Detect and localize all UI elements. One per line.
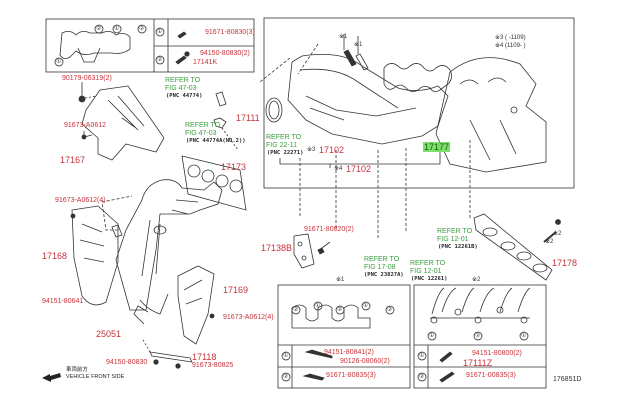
callout: ①: [521, 333, 527, 339]
callout-1: ①: [114, 26, 120, 32]
heat-insulator-upper: [78, 82, 165, 161]
reference-pnc: (PNC 22271): [267, 150, 304, 156]
part-94150-80830-b[interactable]: 94150-80830: [106, 359, 148, 366]
part-91673-a0612-4b[interactable]: 91673-A0612(4): [223, 314, 274, 321]
part-91671-80835[interactable]: 91671-80835(3): [326, 372, 376, 379]
note-mark-2a: ※2: [553, 231, 562, 237]
callout: ①: [363, 303, 369, 309]
part-17167[interactable]: 17167: [60, 155, 86, 165]
part-90179-06319[interactable]: 90179-06319(2): [62, 75, 112, 82]
part-91671-00835[interactable]: 91671-00835(3): [466, 372, 516, 379]
note-mark-3: ※3: [307, 147, 316, 153]
heat-insulator-lower: [70, 205, 119, 306]
callout: ②: [293, 307, 299, 313]
reference-text: REFER TO: [364, 256, 400, 263]
table-key-1: ①: [157, 29, 163, 35]
note-mark-4: ※4: [334, 166, 343, 172]
fastener-table-box2: [413, 284, 547, 389]
note-4-range: ※4 (1109- ): [495, 43, 526, 49]
callout-2: ②: [139, 26, 145, 32]
part-17177[interactable]: 17177: [423, 142, 451, 152]
note-mark-2b: ※2: [545, 239, 554, 245]
gasket-exhaust-17178: [473, 213, 561, 281]
part-91673-a0612[interactable]: 91673-A0612: [64, 122, 107, 129]
fastener-table-box1: [277, 284, 411, 389]
heat-insulator-converter: [177, 265, 215, 345]
table-key: ①: [419, 353, 425, 359]
note-mark-1b: ※1: [354, 42, 363, 48]
part-91673-80825[interactable]: 91673-80825: [192, 362, 234, 369]
part-17118[interactable]: 17118: [192, 352, 217, 362]
intake-manifold-box: [259, 17, 575, 240]
table-key: ①: [283, 353, 289, 359]
fastener-table-top-left: [45, 18, 255, 73]
part-17111[interactable]: 17111: [236, 113, 260, 123]
manifold-stay: [141, 337, 193, 369]
note-mark-1a: ※1: [339, 34, 348, 40]
reference-text: REFER TO: [185, 122, 221, 129]
part-17102-a[interactable]: 17102: [319, 145, 345, 155]
part-90126-08060[interactable]: 90126-08060(2): [340, 358, 390, 365]
table-key: ②: [419, 374, 425, 380]
part-17168[interactable]: 17168: [42, 251, 68, 261]
part-91671-80830[interactable]: 91671-80830(3): [205, 29, 255, 36]
callout: ①: [315, 303, 321, 309]
part-17141k[interactable]: 17141K: [193, 59, 218, 66]
gasket-exhaust-manifold: [181, 155, 247, 211]
callout: ②: [475, 333, 481, 339]
box2-mark: ※2: [472, 277, 481, 283]
box1-mark: ※1: [336, 277, 345, 283]
reference-pnc: (PNC 12261B): [438, 244, 478, 250]
part-17178[interactable]: 17178: [552, 258, 578, 268]
callout: ①: [429, 333, 435, 339]
reference-pnc: (PNC 44774A(NO.2)): [186, 138, 246, 144]
reference-fig[interactable]: FIG 47-03: [185, 130, 217, 137]
part-94151-80841[interactable]: 94151-80841(2): [324, 349, 374, 356]
reference-fig[interactable]: FIG 47-03: [165, 85, 197, 92]
part-17173[interactable]: 17173: [221, 162, 247, 172]
part-94151-80641[interactable]: 94151-80641: [42, 298, 84, 305]
part-17102-b[interactable]: 17102: [346, 164, 372, 174]
reference-text: REFER TO: [437, 228, 473, 235]
part-25051[interactable]: 25051: [96, 329, 122, 339]
reference-fig[interactable]: FIG 12-01: [437, 236, 469, 243]
callout-2: ②: [96, 26, 102, 32]
reference-text: REFER TO: [266, 134, 302, 141]
table-key: ②: [283, 374, 289, 380]
table-key-2: ②: [157, 57, 163, 63]
callout: ②: [337, 307, 343, 313]
exhaust-manifold-converter: [101, 179, 223, 325]
part-94150-80830[interactable]: 94150-80830(2): [200, 50, 250, 57]
reference-pnc: (PNC 12261): [411, 276, 448, 282]
reference-pnc: (PNC 23827A): [364, 272, 404, 278]
figure-id: 176851D: [553, 376, 582, 383]
part-94151-80800[interactable]: 94151-80800(2): [472, 350, 522, 357]
vehicle-front-label: VEHICLE FRONT SIDE: [66, 374, 125, 380]
vehicle-front-label-jp: 車両前方: [66, 367, 89, 373]
bracket-17138b: [293, 233, 331, 269]
callout: ②: [387, 307, 393, 313]
reference-fig[interactable]: FIG 22-11: [266, 142, 297, 149]
part-17111z[interactable]: 17111Z: [463, 358, 493, 368]
vehicle-front-arrow-icon: [42, 373, 61, 382]
reference-fig[interactable]: FIG 12-01: [410, 268, 442, 275]
reference-text: REFER TO: [410, 260, 446, 267]
part-17138b[interactable]: 17138B: [261, 243, 293, 253]
note-3-range: ※3 ( -1109): [495, 35, 526, 41]
reference-pnc: (PNC 44774): [166, 93, 203, 99]
part-17169[interactable]: 17169: [223, 285, 249, 295]
part-91673-a0612-4[interactable]: 91673-A0612(4): [55, 197, 106, 204]
callout-1: ①: [56, 59, 62, 65]
reference-fig[interactable]: FIG 17-08: [364, 264, 396, 271]
part-91671-80820[interactable]: 91671-80820(2): [304, 226, 354, 233]
part-17177-highlight: 17177: [423, 142, 451, 152]
reference-text: REFER TO: [165, 77, 201, 84]
